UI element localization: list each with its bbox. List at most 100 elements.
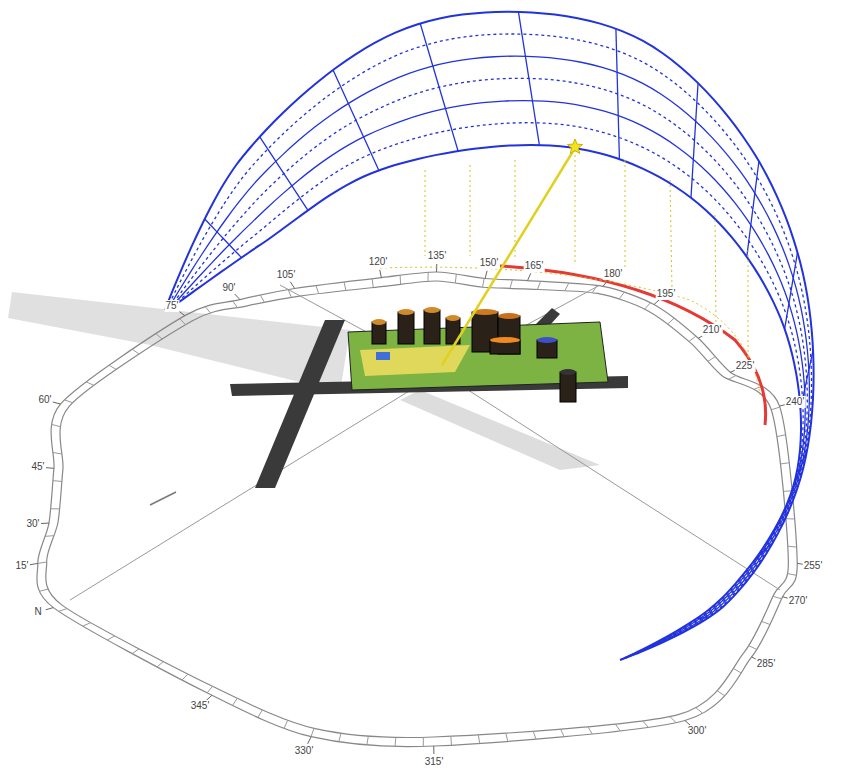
date-curve bbox=[175, 145, 801, 658]
ring-tick bbox=[485, 271, 487, 279]
ring-tick bbox=[83, 623, 91, 626]
ring-tick bbox=[53, 480, 62, 482]
ring-tick bbox=[788, 546, 797, 548]
ring-tick bbox=[565, 283, 569, 291]
ring-tick bbox=[156, 334, 162, 339]
site-ground bbox=[360, 345, 470, 376]
ring-tick bbox=[455, 274, 457, 283]
azimuth-label: 270' bbox=[788, 595, 809, 607]
ring-tick bbox=[537, 281, 540, 289]
ring-tick bbox=[52, 424, 61, 426]
ring-tick bbox=[308, 737, 312, 744]
compass-ring bbox=[46, 281, 789, 737]
azimuth-label: 315' bbox=[424, 756, 445, 768]
ring-tick bbox=[53, 452, 62, 454]
hour-curve bbox=[333, 70, 379, 170]
azimuth-label: 195' bbox=[656, 288, 677, 300]
ring-tick bbox=[339, 733, 341, 742]
ring-tick bbox=[107, 636, 114, 640]
azimuth-label: 330' bbox=[294, 745, 315, 757]
azimuth-label: 300' bbox=[687, 725, 708, 737]
ring-tick bbox=[205, 307, 210, 313]
pool bbox=[376, 352, 390, 360]
building-roof bbox=[446, 315, 460, 321]
ring-tick bbox=[777, 435, 786, 437]
ring-tick bbox=[762, 621, 770, 624]
drop-line bbox=[425, 170, 426, 256]
ring-tick bbox=[180, 319, 186, 325]
ring-tick bbox=[316, 286, 319, 294]
ring-tick bbox=[689, 336, 696, 341]
ring-tick bbox=[643, 721, 649, 727]
ring-tick bbox=[786, 518, 795, 519]
azimuth-label: 15' bbox=[14, 560, 29, 572]
sun-marker bbox=[567, 139, 582, 153]
ring-tick bbox=[51, 508, 60, 509]
ring-tick bbox=[436, 264, 437, 272]
drop-line bbox=[625, 160, 626, 270]
axis-line bbox=[440, 372, 780, 590]
north-marker bbox=[150, 492, 176, 505]
date-curve bbox=[167, 34, 812, 660]
building bbox=[560, 372, 576, 402]
ring-tick bbox=[654, 299, 660, 304]
building bbox=[424, 310, 440, 344]
azimuth-label: 180' bbox=[603, 268, 624, 280]
building-roof bbox=[498, 313, 520, 319]
ring-tick bbox=[717, 691, 725, 696]
ring-tick bbox=[284, 720, 288, 728]
azimuth-label: 255' bbox=[803, 560, 824, 572]
ring-tick bbox=[670, 717, 676, 723]
building-roof bbox=[490, 337, 520, 343]
azimuth-label: 105' bbox=[276, 269, 297, 281]
sun-projection bbox=[380, 267, 760, 395]
hour-curve bbox=[518, 12, 539, 145]
ring-tick bbox=[311, 728, 314, 736]
ring-tick bbox=[233, 301, 238, 308]
drop-line bbox=[470, 165, 471, 256]
ring-tick bbox=[482, 278, 484, 287]
ring-tick bbox=[53, 402, 61, 404]
ring-tick bbox=[232, 698, 237, 705]
hour-curve bbox=[747, 161, 759, 257]
ring-tick bbox=[132, 349, 139, 354]
date-curve bbox=[172, 101, 806, 659]
ring-tick bbox=[157, 662, 163, 667]
ring-tick bbox=[696, 708, 703, 714]
ring-tick bbox=[45, 535, 54, 537]
ring-tick bbox=[46, 467, 54, 469]
date-curve bbox=[168, 56, 809, 659]
azimuth-label: 165' bbox=[524, 260, 545, 272]
ring-tick bbox=[510, 280, 512, 288]
winter-path bbox=[500, 266, 766, 425]
date-curve bbox=[173, 123, 803, 659]
sun-ray bbox=[442, 148, 575, 365]
ring-tick bbox=[260, 295, 264, 302]
hour-curve bbox=[420, 24, 458, 152]
ring-tick bbox=[30, 563, 38, 564]
road bbox=[255, 320, 345, 488]
azimuth-label: 120' bbox=[368, 256, 389, 268]
ring-tick bbox=[533, 731, 536, 739]
ring-tick bbox=[344, 282, 346, 290]
shadow bbox=[8, 292, 350, 392]
ring-tick bbox=[506, 733, 508, 741]
ring-tick bbox=[258, 710, 262, 718]
drop-line bbox=[670, 180, 672, 290]
ring-tick bbox=[788, 574, 797, 576]
axis-line bbox=[70, 372, 440, 600]
azimuth-label: 240' bbox=[785, 396, 806, 408]
ring-tick bbox=[528, 273, 531, 280]
date-curve bbox=[165, 12, 814, 660]
ring-tick bbox=[771, 407, 780, 410]
hour-curve bbox=[205, 219, 242, 258]
azimuth-label: 345' bbox=[190, 700, 211, 712]
ring-tick bbox=[400, 275, 401, 284]
ring-tick bbox=[561, 729, 565, 737]
ring-tick bbox=[728, 376, 735, 380]
azimuth-label: 210' bbox=[702, 324, 723, 336]
ring-tick bbox=[615, 724, 620, 731]
ring-tick bbox=[395, 737, 397, 746]
hour-curve bbox=[785, 253, 798, 329]
